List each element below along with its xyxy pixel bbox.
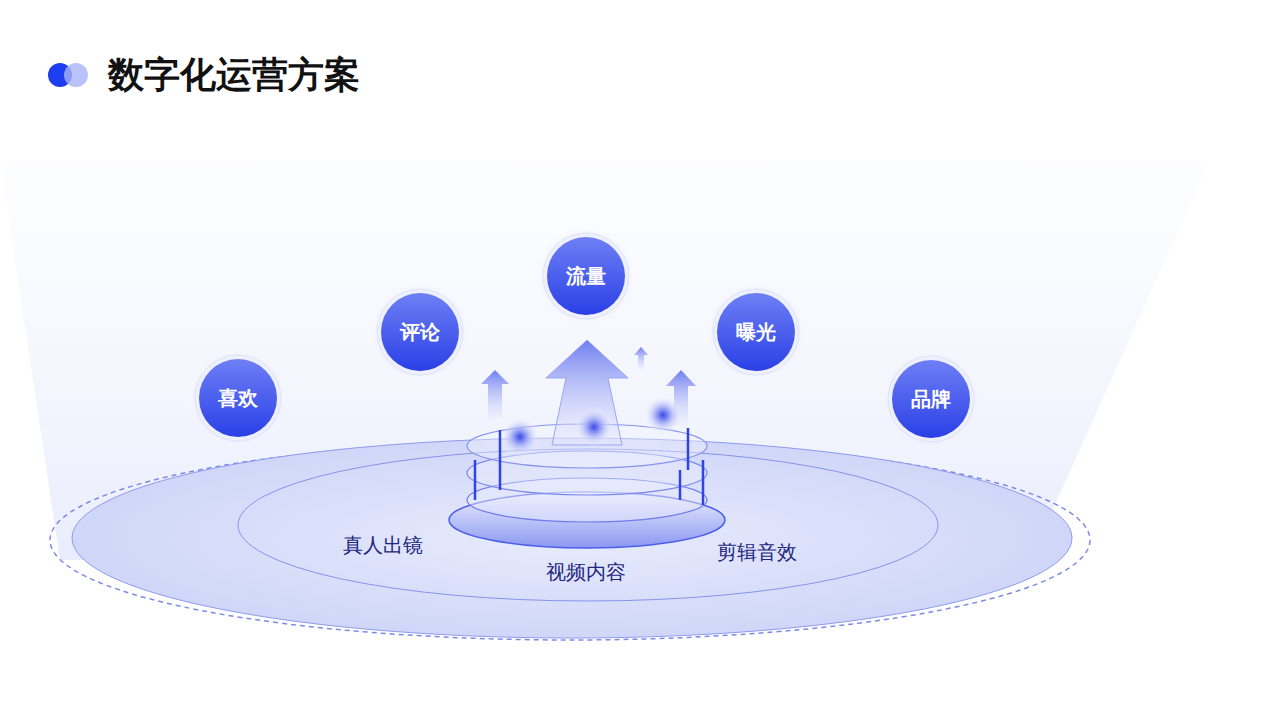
- circle-label: 喜欢: [218, 385, 258, 412]
- topic-circle: 评论: [381, 293, 459, 371]
- glow-dot: [574, 407, 614, 447]
- glow-dot: [500, 417, 540, 457]
- topic-circle: 曝光: [717, 293, 795, 371]
- circle-label: 曝光: [736, 319, 776, 346]
- topic-circle: 喜欢: [199, 359, 277, 437]
- stage-label: 真人出镜: [343, 532, 423, 559]
- topic-circle: 流量: [547, 237, 625, 315]
- stage-label: 视频内容: [546, 559, 626, 586]
- small-arrow: [481, 370, 509, 420]
- inner-ring: [238, 449, 938, 601]
- circle-label: 品牌: [911, 386, 951, 413]
- glow-dot: [643, 395, 683, 435]
- page-title: 数字化运营方案: [108, 52, 360, 98]
- small-arrow: [634, 347, 648, 370]
- title-dot: [64, 63, 88, 87]
- stage-label: 剪辑音效: [717, 539, 797, 566]
- circle-label: 流量: [566, 263, 606, 290]
- topic-circle: 品牌: [892, 360, 970, 438]
- circle-label: 评论: [400, 319, 440, 346]
